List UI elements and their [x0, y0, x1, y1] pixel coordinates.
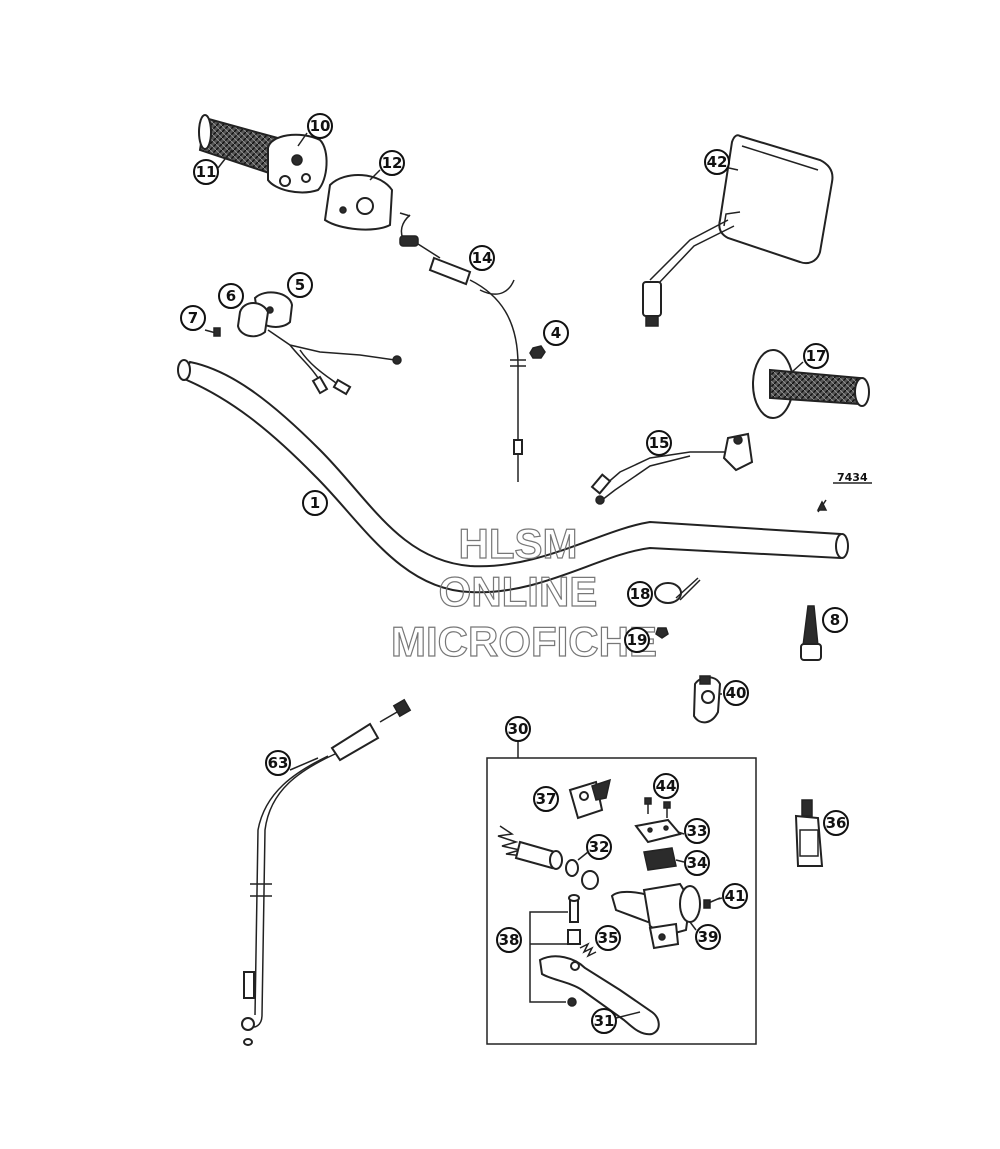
watermark-line-2: ONLINE [439, 568, 598, 615]
throttle-cover [323, 173, 394, 231]
callout-33: 33 [684, 818, 710, 844]
svg-text:63: 63 [268, 754, 289, 772]
callout-31: 31 [591, 1008, 617, 1034]
svg-text:18: 18 [630, 585, 651, 603]
callout-35: 35 [595, 925, 621, 951]
svg-text:31: 31 [594, 1012, 615, 1030]
callout-8: 8 [822, 607, 848, 633]
svg-text:19: 19 [627, 631, 648, 649]
callout-41: 41 [722, 883, 748, 909]
left-grip [752, 349, 870, 419]
throttle-cable [399, 212, 526, 482]
svg-text:30: 30 [508, 720, 529, 738]
svg-text:42: 42 [707, 153, 728, 171]
svg-text:41: 41 [725, 887, 746, 905]
watermark-line-3: MICROFICHE [391, 618, 657, 665]
callout-11: 11 [193, 159, 219, 185]
svg-text:10: 10 [310, 117, 331, 135]
switch-15 [590, 432, 754, 505]
svg-text:40: 40 [726, 684, 747, 702]
callout-44: 44 [653, 773, 679, 799]
svg-text:5: 5 [295, 276, 305, 294]
callout-37: 37 [533, 786, 559, 812]
callout-7: 7 [180, 305, 206, 331]
callout-40: 40 [723, 680, 749, 706]
svg-text:38: 38 [499, 931, 520, 949]
callout-32: 32 [586, 834, 612, 860]
svg-text:4: 4 [551, 324, 561, 342]
screw-41 [703, 897, 721, 909]
svg-text:44: 44 [656, 777, 677, 795]
svg-text:11: 11 [196, 163, 217, 181]
mirror [642, 134, 834, 327]
cap-8 [800, 605, 822, 661]
reference-code: 7434 [837, 471, 868, 484]
callout-19: 19 [624, 627, 650, 653]
callout-18: 18 [627, 581, 653, 607]
svg-text:36: 36 [826, 814, 847, 832]
nut-part [529, 345, 546, 359]
screw-7 [204, 327, 221, 337]
switch-wires [267, 329, 402, 396]
svg-text:12: 12 [382, 154, 403, 172]
svg-text:8: 8 [830, 611, 840, 629]
cable-tie [654, 577, 701, 604]
svg-text:39: 39 [698, 928, 719, 946]
handlebar [177, 359, 872, 594]
piston-spring-32 [497, 825, 599, 890]
gasket-34 [643, 847, 677, 871]
callout-15: 15 [646, 430, 672, 456]
watermark: HLSM ONLINE MICROFICHE [390, 519, 657, 665]
callout-4: 4 [543, 320, 569, 346]
bracket-37 [568, 778, 612, 820]
small-clip [655, 627, 669, 639]
brake-kit-box [486, 740, 757, 1045]
callout-1: 1 [302, 490, 328, 516]
callout-6: 6 [218, 283, 244, 309]
clamp-40 [692, 675, 722, 724]
reservoir-cap-33 [634, 818, 682, 844]
callout-38: 38 [496, 927, 522, 953]
callout-63: 63 [265, 750, 291, 776]
callout-39: 39 [695, 924, 721, 950]
callout-10: 10 [307, 113, 333, 139]
callout-5: 5 [287, 272, 313, 298]
svg-text:15: 15 [649, 434, 670, 452]
spring-35 [579, 942, 597, 958]
leader-lines [217, 132, 804, 1019]
callout-12: 12 [379, 150, 405, 176]
callout-34: 34 [684, 850, 710, 876]
svg-text:37: 37 [536, 790, 557, 808]
throttle-grip [198, 114, 328, 194]
svg-text:34: 34 [687, 854, 708, 872]
svg-text:32: 32 [589, 838, 610, 856]
svg-text:17: 17 [806, 347, 827, 365]
pivot-bolt-38 [529, 894, 581, 1007]
svg-text:1: 1 [310, 494, 320, 512]
svg-text:33: 33 [687, 822, 708, 840]
svg-text:14: 14 [472, 249, 493, 267]
callout-42: 42 [704, 149, 730, 175]
fluid-bottle-36 [794, 799, 824, 867]
svg-text:7: 7 [188, 309, 198, 327]
clutch-cable [241, 698, 412, 1046]
svg-text:35: 35 [598, 929, 619, 947]
switch-clamp [236, 291, 294, 338]
callout-17: 17 [803, 343, 829, 369]
svg-text:6: 6 [226, 287, 236, 305]
callout-36: 36 [823, 810, 849, 836]
callout-30: 30 [505, 716, 531, 742]
screws-44 [644, 797, 671, 818]
master-cylinder-39 [610, 882, 701, 950]
watermark-line-1: HLSM [459, 520, 578, 567]
callout-14: 14 [469, 245, 495, 271]
